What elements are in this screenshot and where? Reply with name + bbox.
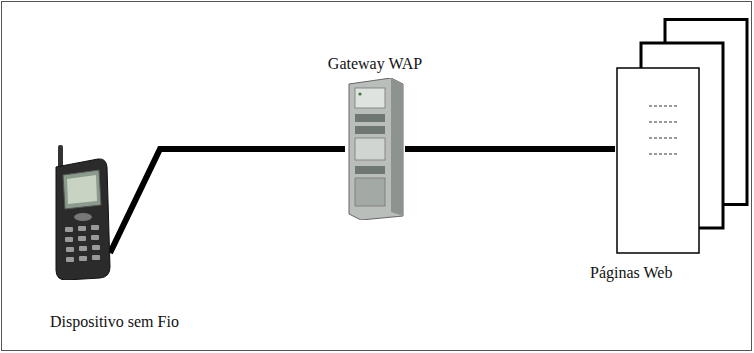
server-illustration — [345, 78, 405, 220]
node-label: Páginas Web — [590, 263, 672, 282]
phone-illustration — [50, 145, 112, 280]
node-label: Dispositivo sem Fio — [50, 312, 179, 331]
connection-line — [405, 146, 615, 152]
web-pages-illustration — [615, 18, 750, 255]
node-label: Gateway WAP — [328, 54, 422, 73]
wireless-device: Dispositivo sem Fio — [50, 145, 112, 280]
web-pages: Páginas Web — [615, 18, 750, 255]
connection-line — [110, 149, 345, 253]
wap-gateway: Gateway WAP — [345, 78, 405, 220]
